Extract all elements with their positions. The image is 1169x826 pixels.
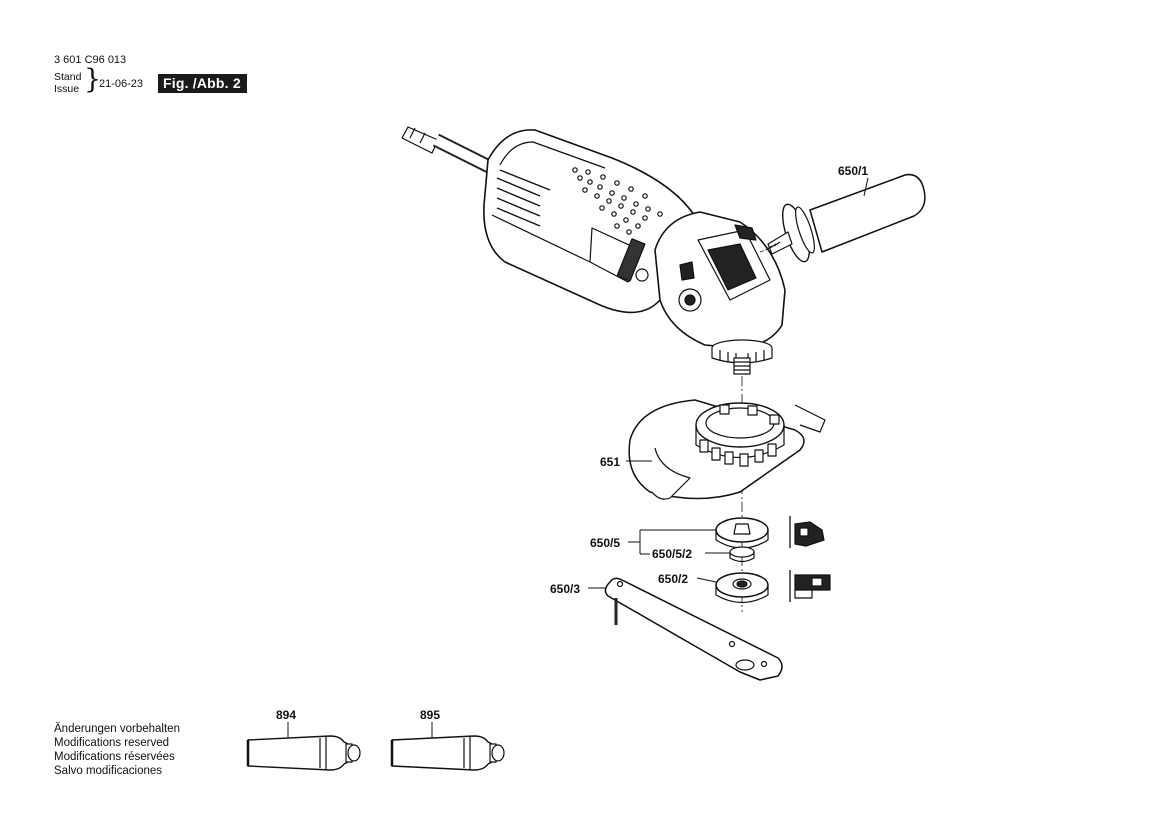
grip-dots xyxy=(572,167,663,235)
modification-notes: Änderungen vorbehalten Modifications res… xyxy=(54,722,180,778)
note-german: Änderungen vorbehalten xyxy=(54,723,180,735)
stand-label: Stand xyxy=(54,71,82,83)
two-pin-spanner-650-3 xyxy=(604,577,783,681)
orientation-symbol-nut xyxy=(789,570,831,602)
clamp-nut-650-2 xyxy=(715,572,769,604)
issue-label: Issue xyxy=(54,83,80,95)
grease-tube-894 xyxy=(246,735,361,771)
leader-lines xyxy=(287,177,869,738)
part-label-894: 894 xyxy=(276,708,296,722)
note-english: Modifications reserved xyxy=(54,737,170,749)
gear-head xyxy=(635,211,786,349)
grease-tube-895 xyxy=(390,735,505,771)
part-label-650-2: 650/2 xyxy=(658,572,688,586)
vent-slots xyxy=(496,169,551,227)
power-cord xyxy=(401,126,496,175)
part-label-650-5-2: 650/5/2 xyxy=(652,547,692,561)
issue-date: 21-06-23 xyxy=(99,78,144,90)
part-label-650-3: 650/3 xyxy=(550,582,580,596)
orientation-symbol-flange xyxy=(789,516,825,548)
brace-glyph: } xyxy=(84,64,102,95)
part-label-651: 651 xyxy=(600,455,620,469)
angle-grinder-body xyxy=(483,129,701,314)
note-french: Modifications réservées xyxy=(54,751,175,763)
note-spanish: Salvo modificaciones xyxy=(54,765,163,777)
part-label-650-1: 650/1 xyxy=(838,164,868,178)
mounting-flange-650-5 xyxy=(715,517,769,563)
side-handle-650-1 xyxy=(759,173,926,263)
spindle-collar xyxy=(711,339,773,375)
document-number: 3 601 C96 013 xyxy=(54,54,127,66)
part-label-650-5: 650/5 xyxy=(590,536,620,550)
figure-label: Fig. /Abb. 2 xyxy=(158,74,247,93)
protection-guard-651 xyxy=(628,399,826,500)
stand-issue-labels: Stand Issue xyxy=(54,71,81,95)
part-label-895: 895 xyxy=(420,708,440,722)
